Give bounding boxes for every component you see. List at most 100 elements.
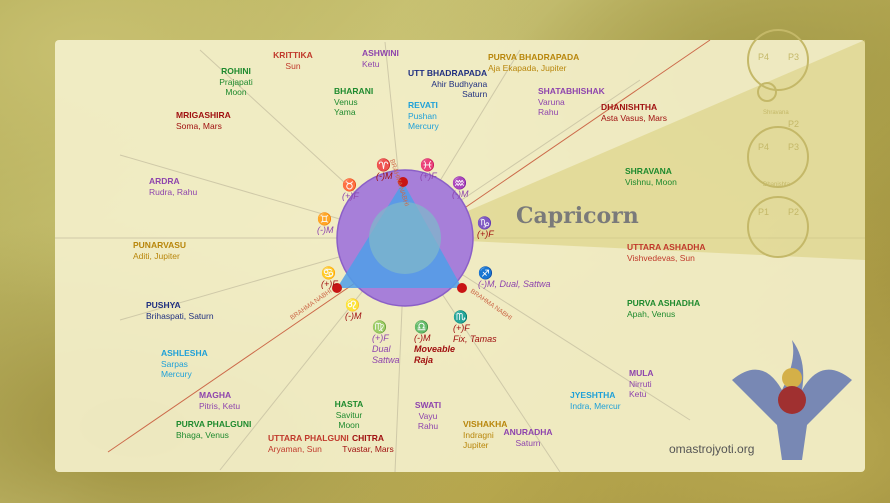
nakshatra-name: ANURADHA [503,427,552,438]
nakshatra-label-punarvasu: PUNARVASUAditi, Jupiter [133,240,186,261]
nakshatra-planet: Saturn [408,89,487,100]
nakshatra-name: PURVA ASHADHA [627,298,700,309]
nakshatra-name: ARDRA [149,176,197,187]
zodiac-glyph-icon: ♋ [321,268,338,279]
brahma-nabhi-label-left: BRAHMA NABHI [289,288,333,322]
nakshatra-ruler: Ahir Budhyana [408,79,487,90]
sign-mode: (-)M [452,189,469,200]
nakshatra-planet: Moon [219,87,253,98]
nakshatra-ruler: Sarpas [161,359,208,370]
zodiac-glyph-icon: ♊ [317,214,334,225]
sign-label: ♉(+)F [342,180,359,202]
nakshatra-ruler: Soma, Mars [176,121,231,132]
nakshatra-label-mula: MULANirrutiKetu [629,368,654,400]
nakshatra-ruler: Varuna [538,97,605,108]
nakshatra-name: UTTARA PHALGUNI [268,433,349,444]
nakshatra-label-uttara-phalguni: UTTARA PHALGUNIAryaman, Sun [268,433,349,454]
nakshatra-ruler: Sun [273,61,313,72]
nakshatra-ruler: Apah, Venus [627,309,700,320]
sign-mode: (+)F [342,191,359,202]
nakshatra-label-jyeshtha: JYESHTHAIndra, Mercur [570,390,621,411]
nakshatra-name: SHRAVANA [625,166,677,177]
sign-quality: Dual [372,344,400,355]
nakshatra-planet: Mercury [161,369,208,380]
pada-svg [745,22,815,262]
nakshatra-ruler: Brihaspati, Saturn [146,311,214,322]
pada-label: P1 [758,207,769,217]
nakshatra-name: KRITTIKA [273,50,313,61]
sign-mode: (-)M [376,171,393,182]
nakshatra-ruler: Aditi, Jupiter [133,251,186,262]
nakshatra-ruler: Rudra, Rahu [149,187,197,198]
sign-mode: (+)F [453,323,497,334]
nakshatra-ruler: Indragni [463,430,507,441]
pada-label: P2 [788,207,799,217]
sign-label: ♎(-)MMoveableRaja [414,322,455,366]
nakshatra-name: HASTA [335,399,364,410]
pada-label: P4 [758,142,769,152]
sign-mode: (-)M [317,225,334,236]
sign-quality: Fix, Tamas [453,334,497,345]
nakshatra-label-magha: MAGHAPitris, Ketu [199,390,240,411]
nakshatra-name: ROHINI [219,66,253,77]
nakshatra-ruler: Tvastar, Mars [342,444,393,455]
pada-label: P2 [788,119,799,129]
sign-mode: (-)M [345,311,362,322]
zodiac-glyph-icon: ♍ [372,322,400,333]
pada-label: P3 [788,142,799,152]
sign-quality: Moveable [414,344,455,355]
zodiac-glyph-icon: ♒ [452,178,469,189]
nakshatra-planet: Jupiter [463,440,507,451]
pada-panel: P4 P3 P2 P4 P3 P1 P2 Shravana Dhanishta [745,22,815,262]
nakshatra-name: MRIGASHIRA [176,110,231,121]
nakshatra-ruler: Vayu [415,411,441,422]
nakshatra-name: ASHWINI [362,48,399,59]
nakshatra-planet: Yama [334,107,373,118]
nakshatra-ruler: Saturn [503,438,552,449]
pada-caption: Shravana [763,110,789,116]
nakshatra-ruler: Ketu [362,59,399,70]
zodiac-glyph-icon: ♌ [345,300,362,311]
nakshatra-ruler: Aja Ekapada, Jupiter [488,63,579,74]
nakshatra-ruler: Vishnu, Moon [625,177,677,188]
nakshatra-planet: Rahu [538,107,605,118]
nakshatra-label-shatabhishak: SHATABHISHAKVarunaRahu [538,86,605,118]
sign-mode: (+)F [420,171,437,182]
sign-guna: Raja [414,355,455,366]
sign-label: ♊(-)M [317,214,334,236]
nakshatra-name: ASHLESHA [161,348,208,359]
sign-label: ♌(-)M [345,300,362,322]
sign-label: ♓(+)F [420,160,437,182]
nakshatra-label-utt-bhadrapada: UTT BHADRAPADAAhir BudhyanaSaturn [408,68,487,100]
zodiac-glyph-icon: ♑ [477,218,494,229]
nakshatra-name: PUNARVASU [133,240,186,251]
nakshatra-name: UTT BHADRAPADA [408,68,487,79]
sign-mode: (+)F [321,279,338,290]
nakshatra-label-mrigashira: MRIGASHIRASoma, Mars [176,110,231,131]
capricorn-logo: Capricorn [516,203,639,229]
sign-label: ♒(-)M [452,178,469,200]
nakshatra-ruler: Prajapati [219,77,253,88]
nakshatra-ruler: Savitur [335,410,364,421]
nakshatra-name: PURVA BHADRAPADA [488,52,579,63]
zodiac-glyph-icon: ♓ [420,160,437,171]
inner-circle [369,202,441,274]
nakshatra-planet: Rahu [415,421,441,432]
sign-label: ♋(+)F [321,268,338,290]
nakshatra-name: CHITRA [342,433,393,444]
pada-caption: Dhanishta [763,182,790,188]
nakshatra-planet: Ketu [629,389,654,400]
nakshatra-label-anuradha: ANURADHASaturn [503,427,552,448]
zodiac-glyph-icon: ♉ [342,180,359,191]
